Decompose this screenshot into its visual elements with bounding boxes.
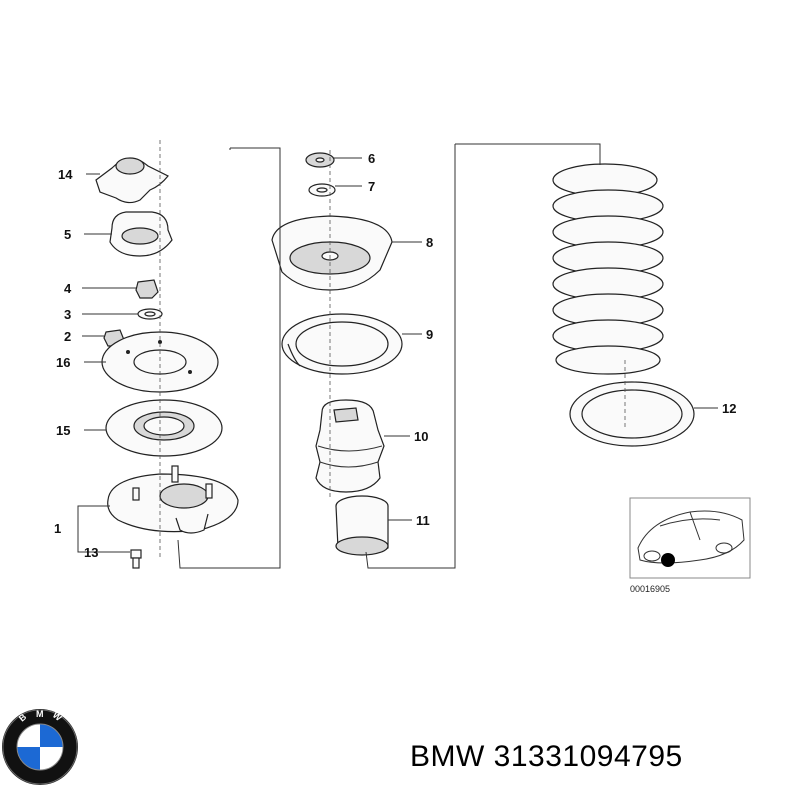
part-6-washer <box>305 152 335 168</box>
brand-name: BMW <box>410 740 485 773</box>
part-7-washer <box>308 183 336 197</box>
svg-text:B: B <box>17 711 29 723</box>
part-1-strut-plate <box>107 465 239 534</box>
callout-11: 11 <box>416 513 430 528</box>
bmw-logo: B M W <box>2 709 78 785</box>
callout-12: 12 <box>722 401 736 416</box>
callout-1: 1 <box>54 521 61 536</box>
callout-6: 6 <box>368 151 375 166</box>
part-8-spring-seat <box>271 215 393 291</box>
part-16-gasket <box>101 331 219 393</box>
callout-15: 15 <box>56 423 70 438</box>
part-12-spring-pad <box>569 381 695 447</box>
callout-7: 7 <box>368 179 375 194</box>
callout-3: 3 <box>64 307 71 322</box>
part-3-washer <box>137 308 163 320</box>
part-10-bump-stop <box>315 399 385 493</box>
callout-10: 10 <box>414 429 428 444</box>
part-5-mount <box>109 211 173 257</box>
part-14-cap <box>95 157 169 204</box>
svg-text:M: M <box>36 709 44 719</box>
product-caption: BMW 31331094795 <box>410 740 683 774</box>
callout-5: 5 <box>64 227 71 242</box>
callout-2: 2 <box>64 329 71 344</box>
callout-14: 14 <box>58 167 73 182</box>
part-9-isolator <box>281 313 403 375</box>
location-marker <box>661 553 675 567</box>
car-locator-inset <box>629 497 751 579</box>
part-4-nut <box>135 279 159 299</box>
callout-8: 8 <box>426 235 433 250</box>
part-13-bolt <box>130 549 142 569</box>
callout-9: 9 <box>426 327 433 342</box>
part-coil-spring <box>552 163 664 375</box>
part-number: 31331094795 <box>493 740 683 773</box>
callout-4: 4 <box>64 281 72 296</box>
part-15-bearing-ring <box>105 399 223 457</box>
reference-number: 00016905 <box>630 584 670 594</box>
callout-13: 13 <box>84 545 98 560</box>
part-11-dust-sleeve <box>335 495 389 556</box>
callout-16: 16 <box>56 355 70 370</box>
